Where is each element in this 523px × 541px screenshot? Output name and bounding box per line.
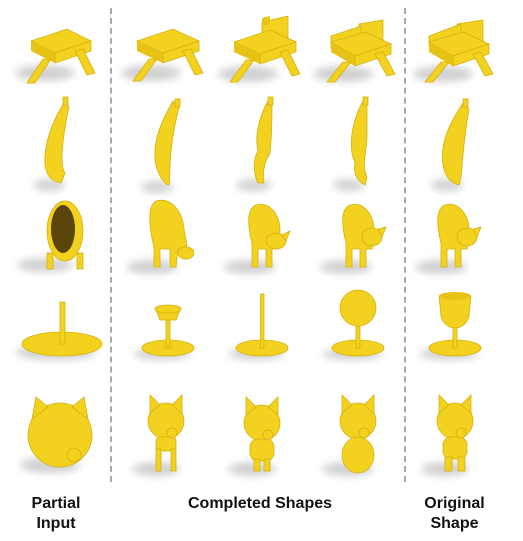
goblet-completed-2 bbox=[228, 293, 289, 360]
divider-right bbox=[404, 8, 406, 482]
cat-figurine-original bbox=[421, 394, 474, 476]
original-shape-label-line-1: Original bbox=[424, 495, 485, 512]
completed-shapes-label-text: Completed Shapes bbox=[187, 495, 333, 512]
goblet-completed-3 bbox=[322, 289, 385, 360]
goblet-original bbox=[419, 292, 482, 360]
cat-figurine-partial-input bbox=[20, 396, 93, 473]
cow-completed-3 bbox=[320, 203, 387, 274]
original-shape-label-line-2: Shape bbox=[430, 515, 479, 532]
original-shape-label: Original Shape bbox=[412, 494, 497, 534]
banana-completed-1 bbox=[141, 98, 181, 193]
cat-figurine-completed-3 bbox=[322, 394, 377, 476]
cow-completed-1 bbox=[126, 199, 195, 274]
cat-figurine-completed-1 bbox=[132, 394, 185, 476]
partial-input-label: Partial Input bbox=[15, 494, 97, 534]
partial-input-label-line-1: Partial bbox=[31, 495, 81, 512]
banana-original bbox=[431, 98, 470, 191]
chair-original bbox=[413, 19, 494, 83]
banana-partial-input bbox=[33, 96, 70, 191]
banana-completed-3 bbox=[333, 96, 369, 191]
chair-completed-1 bbox=[121, 28, 204, 82]
cow-partial-input bbox=[17, 200, 84, 272]
shape-grid bbox=[15, 15, 494, 476]
banana-completed-2 bbox=[236, 96, 274, 191]
cow-completed-2 bbox=[224, 203, 291, 274]
cow-original bbox=[415, 203, 482, 274]
chair-partial-input bbox=[15, 28, 96, 84]
chair-completed-2 bbox=[218, 15, 301, 83]
cat-figurine-completed-2 bbox=[228, 396, 281, 476]
completed-shapes-label: Completed Shapes bbox=[150, 494, 370, 514]
goblet-completed-1 bbox=[134, 304, 195, 360]
divider-left bbox=[110, 8, 112, 482]
chair-completed-3 bbox=[313, 19, 396, 83]
partial-input-label-line-2: Input bbox=[36, 515, 76, 532]
goblet-partial-input bbox=[16, 301, 103, 360]
